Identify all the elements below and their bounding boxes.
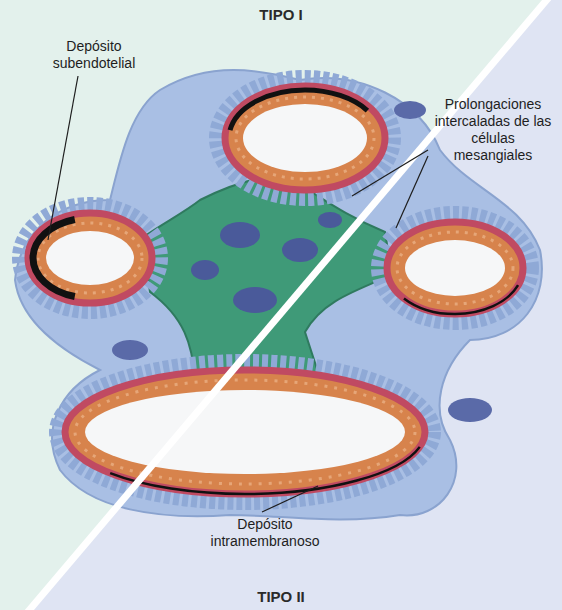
capillary-loop-left-part (20, 205, 160, 311)
panel-heading: TIPO I (206, 6, 356, 23)
capillary-loop-top-part (217, 78, 393, 198)
capillary-loop-top-part (243, 104, 367, 172)
capillary-loop-top-part (225, 86, 385, 190)
capillary-loop-right-part (379, 214, 531, 322)
podocyte-part (15, 70, 542, 519)
podocyte (15, 70, 542, 519)
mesangium-part (233, 287, 277, 313)
podocyte-part (112, 340, 148, 360)
mesangium-part (142, 178, 392, 378)
mesangium-part (220, 222, 260, 248)
callout-label: Depósito intramembranoso (190, 516, 340, 550)
mesangium-part (282, 238, 318, 262)
capillary-loop-right-part (397, 232, 513, 304)
capillary-loop-right-part (387, 222, 523, 314)
capillary-loop-bottom-part (85, 390, 405, 474)
capillary-loop-left-part (38, 223, 142, 293)
leader-lines-part (262, 486, 318, 512)
capillary-loop-right-part (405, 240, 505, 296)
capillary-loop-left-part (46, 231, 134, 285)
capillary-loop-left (20, 205, 160, 311)
capillary-loop-right (379, 214, 531, 322)
capillary-loop-top-part (229, 90, 381, 186)
podocyte-part (394, 101, 426, 119)
mesangium-part (191, 260, 219, 280)
capillary-loop-bottom-part (65, 370, 425, 494)
capillary-loop-bottom (57, 362, 433, 502)
capillary-loop-right-part (387, 222, 523, 314)
capillary-loop-top-part (236, 97, 374, 179)
capillary-loop-bottom-part (65, 370, 425, 494)
mesangium-part (318, 212, 342, 228)
capillary-loop-bottom-part (75, 380, 415, 484)
divider (26, 0, 550, 610)
mesangium (142, 178, 392, 378)
leader-lines (48, 76, 428, 512)
callout-label: Depósito subendotelial (38, 38, 150, 72)
leader-lines-part (48, 76, 78, 240)
capillary-loop-bottom-part (57, 362, 433, 502)
capillary-loop-left-part (28, 213, 152, 303)
capillary-loop-top (217, 78, 393, 198)
callout-label: Prolongaciones intercaladas de las célul… (430, 96, 556, 164)
podocyte-part (448, 398, 492, 422)
panel-heading: TIPO II (206, 588, 356, 605)
leader-lines-part (352, 150, 428, 196)
leader-lines-part (396, 156, 428, 228)
